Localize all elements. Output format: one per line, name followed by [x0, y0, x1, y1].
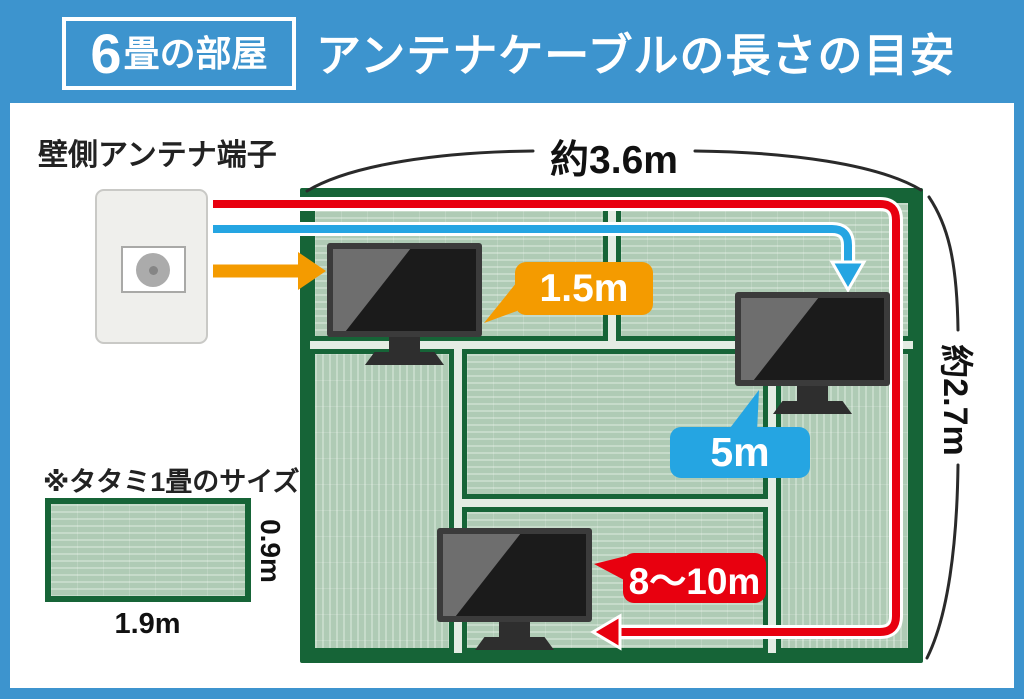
tatami-legend-mat — [45, 498, 251, 602]
tatami-legend-note: ※タタミ1畳のサイズ — [43, 467, 300, 497]
page-title: アンテナケーブルの長さの目安 — [316, 30, 956, 81]
antenna-jack-dot — [149, 266, 158, 275]
tatami-height-label: 0.9m — [255, 519, 286, 583]
tatami-width-label: 1.9m — [114, 608, 181, 640]
room-width-label: 約3.6m — [550, 139, 678, 182]
tv-icon-right — [735, 292, 890, 414]
tv-icon-near — [327, 243, 482, 365]
antenna-jack-circle — [136, 253, 170, 287]
length-bubble-red: 8〜10m — [623, 553, 766, 603]
room-size-badge: 6 畳の部屋 — [62, 17, 296, 90]
antenna-jack-frame — [121, 246, 186, 293]
room-height-label: 約2.7m — [936, 344, 974, 456]
tv-icon-bottom — [437, 528, 592, 650]
wall-terminal-label: 壁側アンテナ端子 — [38, 139, 277, 172]
antenna-outlet-icon — [95, 189, 208, 344]
length-bubble-orange: 1.5m — [515, 262, 653, 315]
room-size-text: 畳の部屋 — [123, 32, 268, 74]
header: 6 畳の部屋 アンテナケーブルの長さの目安 — [0, 0, 1024, 103]
length-bubble-blue: 5m — [670, 427, 810, 478]
room-size-number: 6 — [90, 21, 122, 85]
tatami-mat — [310, 349, 454, 653]
